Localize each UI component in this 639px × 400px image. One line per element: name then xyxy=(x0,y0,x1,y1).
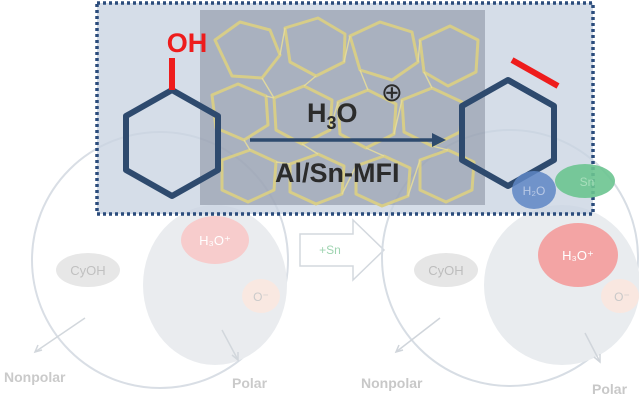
plus-sn-arrow: +Sn xyxy=(299,218,386,282)
right-nonpolar-label: Nonpolar xyxy=(361,375,423,391)
right-polar-arrow xyxy=(584,332,601,363)
left-h3o-ellipse xyxy=(181,216,249,264)
sn-label: Sn xyxy=(580,175,595,189)
right-schematic: H₃O⁺ CyOH O⁻ Nonpolar Polar xyxy=(361,129,639,397)
sn-ellipse xyxy=(555,164,615,198)
left-cyoh-ellipse xyxy=(56,253,120,287)
left-polar-region xyxy=(143,205,287,365)
hydronium-label: H3O xyxy=(307,98,358,133)
left-o-minus-label: O⁻ xyxy=(253,290,269,304)
h2o-ellipse xyxy=(512,171,556,209)
cyclohexanol-molecule: OH xyxy=(123,28,221,199)
right-o-minus-label: O⁻ xyxy=(614,290,630,304)
positive-charge-label: ⊕ xyxy=(381,77,403,107)
zeolite-framework xyxy=(200,10,485,208)
reaction-panel-border xyxy=(95,1,595,216)
right-cyoh-label: CyOH xyxy=(428,263,463,278)
left-polar-arrow xyxy=(221,329,239,361)
cyclohexane-ring xyxy=(123,87,221,199)
right-nonpolar-arrow xyxy=(395,317,441,353)
cyclohexene-molecule xyxy=(459,57,560,189)
double-bond xyxy=(510,57,560,89)
left-h3o-label: H₃O⁺ xyxy=(199,233,231,248)
right-h3o-ellipse xyxy=(538,223,618,287)
product-site-markers: H₂O Sn xyxy=(512,164,615,209)
right-cyoh-ellipse xyxy=(414,253,478,287)
left-o-minus-ellipse xyxy=(242,279,280,313)
left-nonpolar-label: Nonpolar xyxy=(4,369,66,385)
catalyst-label: Al/Sn-MFI xyxy=(275,158,399,188)
plus-sn-label: +Sn xyxy=(319,243,341,257)
left-polar-label: Polar xyxy=(232,375,268,391)
left-nonpolar-arrow xyxy=(34,317,86,353)
right-polar-label: Polar xyxy=(592,381,628,397)
reaction-arrowhead xyxy=(432,133,446,147)
left-schematic: H₃O⁺ CyOH O⁻ Nonpolar Polar xyxy=(4,131,289,391)
reaction-arrow-group: H3O ⊕ Al/Sn-MFI xyxy=(250,77,446,188)
oh-group-label: OH xyxy=(167,28,208,58)
right-o-minus-ellipse xyxy=(601,279,639,313)
right-h3o-label: H₃O⁺ xyxy=(562,248,594,263)
h2o-label: H₂O xyxy=(523,184,546,198)
left-cyoh-label: CyOH xyxy=(70,263,105,278)
